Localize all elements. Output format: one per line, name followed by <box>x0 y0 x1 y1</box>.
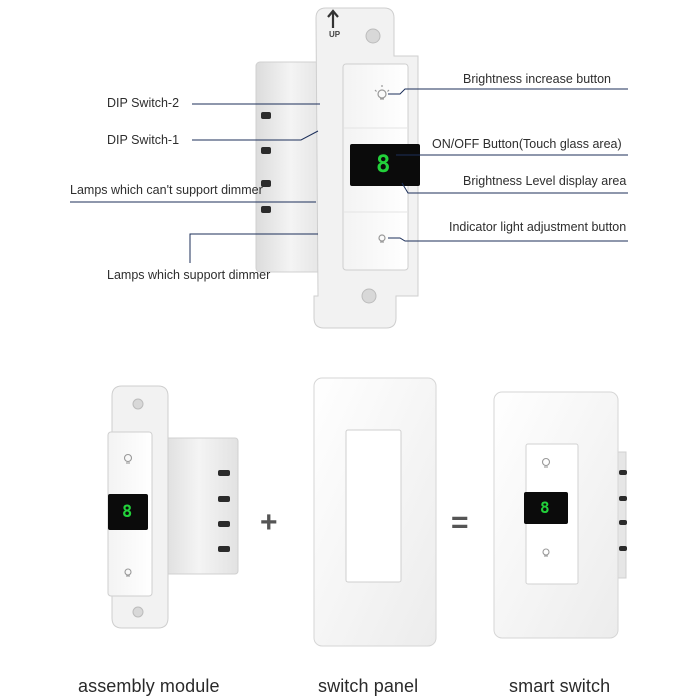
switch-panel <box>313 377 437 647</box>
bulb-icon <box>374 85 390 100</box>
top-display-digit: 8 <box>376 150 391 178</box>
module-display-digit: 8 <box>122 502 133 522</box>
callout-lamps-dimmer: Lamps which support dimmer <box>107 268 271 282</box>
module-display-window <box>108 494 148 530</box>
smart-display-window <box>524 492 568 524</box>
equals-sign: = <box>451 506 469 539</box>
callout-lamps-no-dimmer: Lamps which can't support dimmer <box>70 183 263 197</box>
top-device <box>70 7 628 329</box>
smart-switch <box>493 391 627 639</box>
callout-indicator-light: Indicator light adjustment button <box>449 220 627 234</box>
bulb-icon <box>123 453 133 464</box>
bulb-icon <box>542 548 550 557</box>
smart-side-slots <box>619 470 627 551</box>
bulb-icon <box>378 234 386 243</box>
panel-opening <box>345 429 402 583</box>
callout-dip-switch-2: DIP Switch-2 <box>107 96 180 110</box>
bulb-icon <box>124 568 132 577</box>
top-device-body <box>255 61 327 273</box>
callout-brightness-increase: Brightness increase button <box>463 72 612 86</box>
bulb-icon <box>541 457 551 468</box>
up-label: UP <box>329 30 341 39</box>
module-side-slots <box>218 470 230 552</box>
module-body <box>159 437 239 575</box>
callout-lines-right <box>388 88 628 242</box>
callout-dip-switch-1: DIP Switch-1 <box>107 133 180 147</box>
callout-lines-left <box>70 103 320 263</box>
assembly-module <box>107 385 239 629</box>
callout-brightness-level: Brightness Level display area <box>463 174 627 188</box>
caption-smart-switch: smart switch <box>509 676 611 696</box>
plus-sign: + <box>260 506 278 539</box>
callout-onoff-button: ON/OFF Button(Touch glass area) <box>432 137 622 151</box>
top-device-side-slots <box>261 112 271 213</box>
caption-assembly-module: assembly module <box>78 676 220 696</box>
up-arrow-icon <box>327 9 339 28</box>
caption-switch-panel: switch panel <box>318 676 419 696</box>
smart-display-digit: 8 <box>540 498 550 517</box>
